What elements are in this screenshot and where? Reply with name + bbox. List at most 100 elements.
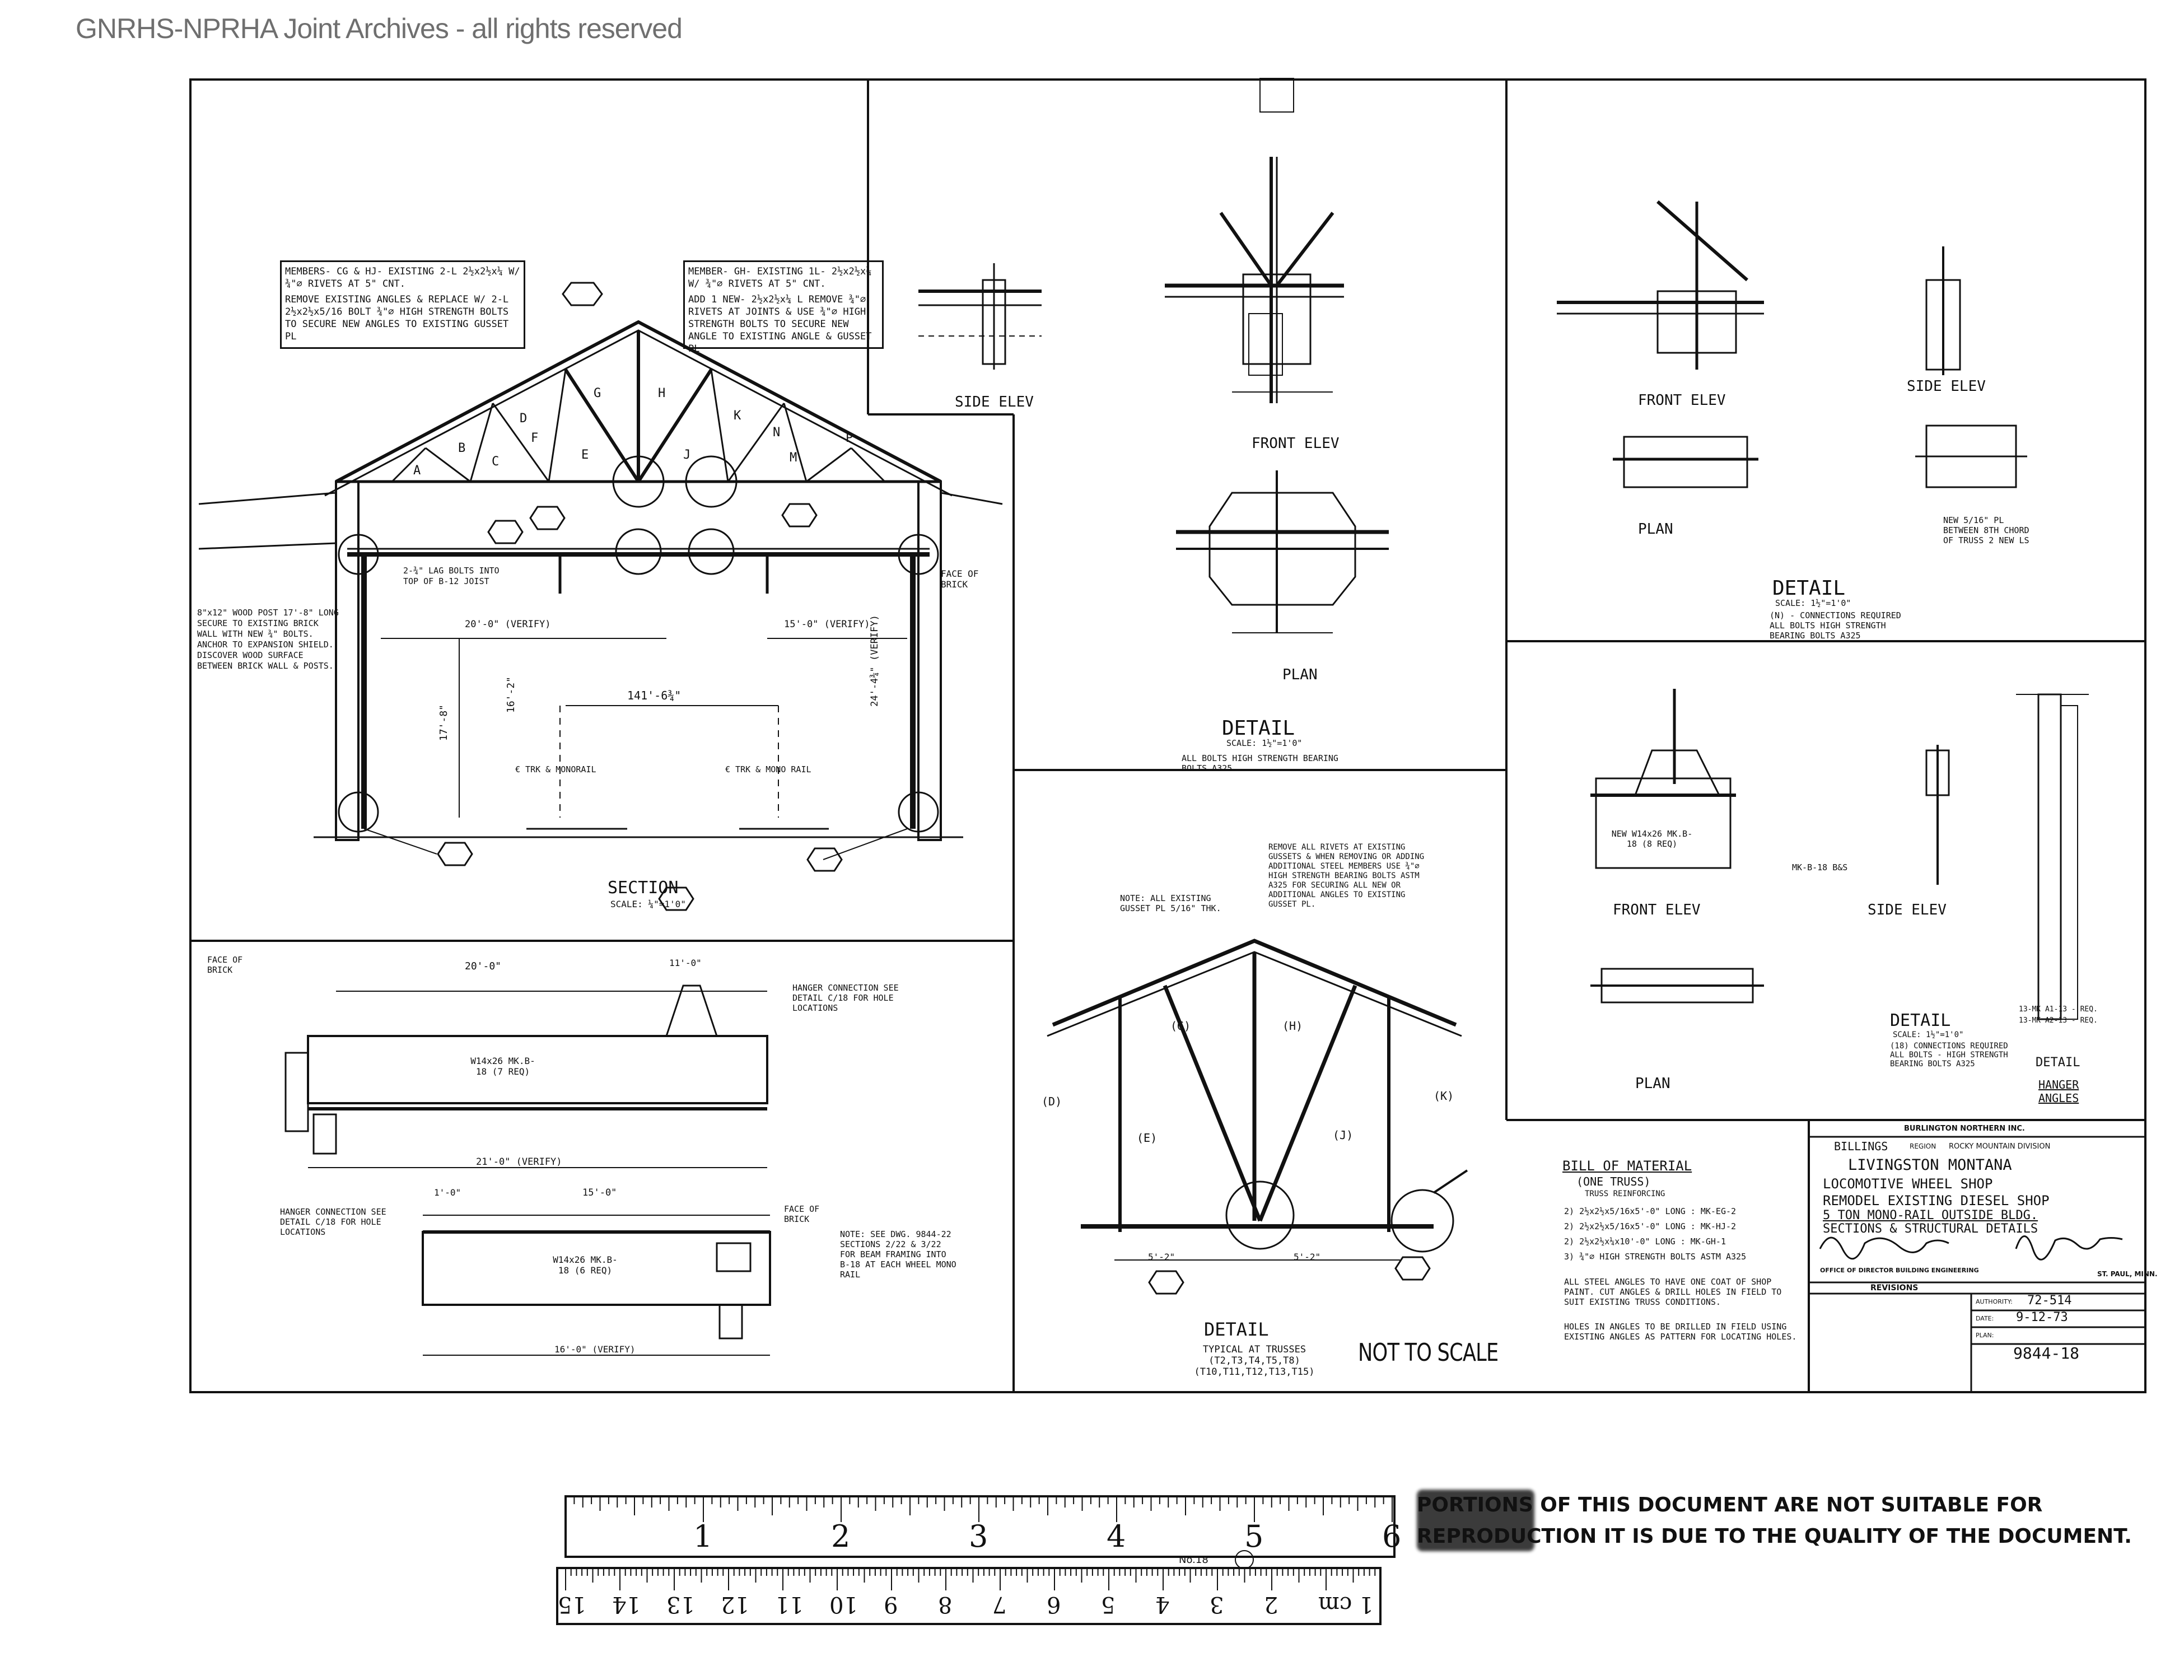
note-dwg: NOTE: SEE DWG. 9844-22 SECTIONS 2/22 & 3… xyxy=(840,1229,956,1280)
remove-rivets-note: REMOVE ALL RIVETS AT EXISTING GUSSETS & … xyxy=(1268,843,1425,909)
dim-20-0: 20'-0" xyxy=(465,960,502,972)
bom-sub2: TRUSS REINFORCING xyxy=(1585,1189,1665,1198)
detail-b-drawings xyxy=(1557,200,2027,488)
drawing-sheet xyxy=(189,78,2146,1393)
note-box-members-cg-hj: MEMBERS- CG & HJ- EXISTING 2-L 2½x2½x¼ W… xyxy=(280,260,525,349)
detail-a-side-elev-title: SIDE ELEV xyxy=(955,394,1034,410)
member-label-g: G xyxy=(594,386,601,400)
dim-1-0: 1'-0" xyxy=(434,1187,461,1198)
member-label-m: M xyxy=(790,451,797,465)
detail-a-side-elev xyxy=(918,263,1042,370)
detail-d-member-d: (D) xyxy=(1042,1095,1062,1108)
ruler-cm-number: 11 xyxy=(775,1592,804,1617)
member-label-d: D xyxy=(520,412,528,426)
note-text: MEMBERS- CG & HJ- EXISTING 2-L 2½x2½x¼ W… xyxy=(285,266,520,290)
detail-e-drawing xyxy=(2016,693,2089,1020)
note-box-member-gh: MEMBER- GH- EXISTING 1L- 2½x2½x¼ W/ ¾"⌀ … xyxy=(683,260,884,354)
all-steel-note: ALL STEEL ANGLES TO HAVE ONE COAT OF SHO… xyxy=(1564,1277,1782,1307)
tb-region-right: ROCKY MOUNTAIN DIVISION xyxy=(1949,1142,2051,1151)
ruler-cm-number: 13 xyxy=(666,1592,695,1617)
tb-authority-label: AUTHORITY: xyxy=(1976,1298,2013,1305)
detail-a-plan-title: PLAN xyxy=(1282,666,1318,683)
ruler-inch-number: 2 xyxy=(831,1519,851,1554)
detail-c-front-elev-title: FRONT ELEV xyxy=(1613,902,1701,918)
tb-authority: 72-514 xyxy=(2027,1294,2072,1308)
bom-rows: 2) 2½x2½x5/16x5'-0" LONG : MK-EG-2 2) 2½… xyxy=(1564,1204,1746,1264)
hanger-connection-note-2: HANGER CONNECTION SEE DETAIL C/18 FOR HO… xyxy=(280,1207,386,1237)
hanger-beam-details xyxy=(284,984,771,1356)
detail-a-plan xyxy=(1176,470,1389,633)
tb-line1: LIVINGSTON MONTANA xyxy=(1848,1156,2012,1174)
detail-e-title: DETAIL xyxy=(2036,1056,2080,1070)
ruler-inch-number: 1 xyxy=(693,1519,713,1554)
tb-office: OFFICE OF DIRECTOR BUILDING ENGINEERING xyxy=(1820,1267,1979,1274)
detail-b-scale: SCALE: 1½"=1'0" xyxy=(1775,598,1851,608)
dim-15-0: 15'-0" xyxy=(582,1187,617,1198)
ruler-logo-icon xyxy=(1235,1550,1254,1569)
ruler-cm-number: 1 cm xyxy=(1318,1592,1374,1617)
detail-b-plan-title: PLAN xyxy=(1638,521,1673,538)
tb-date-label: DATE: xyxy=(1976,1315,1994,1322)
tb-line4: 5 TON MONO-RAIL OUTSIDE BLDG. xyxy=(1823,1208,2038,1222)
ruler-inch-number: 5 xyxy=(1244,1519,1264,1554)
hanger-list-1: 13-MK A1-13 - REQ. xyxy=(2019,1005,2098,1014)
wood-post-note: 8"x12" WOOD POST 17'-8" LONG SECURE TO E… xyxy=(197,608,339,671)
detail-d-member-e: (E) xyxy=(1137,1131,1158,1145)
detail-c-plan-title: PLAN xyxy=(1635,1075,1670,1092)
note-text: REMOVE EXISTING ANGLES & REPLACE W/ 2-L … xyxy=(285,294,509,342)
detail-d-drawing xyxy=(1047,939,1468,1295)
detail-b-side-elev-title: SIDE ELEV xyxy=(1907,378,1986,395)
detail-a-note: ALL BOLTS HIGH STRENGTH BEARING BOLTS A3… xyxy=(1182,753,1338,773)
ruler-cm-number: 4 xyxy=(1155,1592,1170,1617)
member-label-k: K xyxy=(734,409,741,423)
dim-5-2-left: 5'-2" xyxy=(1148,1252,1175,1262)
ruler-cm-number: 6 xyxy=(1047,1592,1061,1617)
ruler-cm-number: 12 xyxy=(721,1592,749,1617)
ruler-cm-number: 10 xyxy=(829,1592,858,1617)
hanger-list-2: 13-MK A2-13 - REQ. xyxy=(2019,1016,2098,1025)
ruler-inch-number: 6 xyxy=(1382,1519,1402,1554)
ruler-inch-number: 4 xyxy=(1107,1519,1126,1554)
detail-b-front-elev-title: FRONT ELEV xyxy=(1638,392,1726,409)
face-of-brick-lower: FACE OF BRICK xyxy=(784,1204,820,1224)
tb-revisions: REVISIONS xyxy=(1870,1284,1919,1292)
detail-a-front-elev xyxy=(1165,78,1344,403)
detail-b-new-plate-note: NEW 5/16" PL BETWEEN 8TH CHORD OF TRUSS … xyxy=(1943,515,2029,545)
dim-11-0: 11'-0" xyxy=(669,958,702,968)
member-label-j: J xyxy=(683,448,691,462)
member-label-f: F xyxy=(531,431,539,445)
hanger-connection-note-1: HANGER CONNECTION SEE DETAIL C/18 FOR HO… xyxy=(792,983,899,1013)
detail-b-note: (N) - CONNECTIONS REQUIRED ALL BOLTS HIG… xyxy=(1770,610,1901,641)
face-of-brick-right: FACE OF BRICK xyxy=(941,568,979,590)
note-gusset: NOTE: ALL EXISTING GUSSET PL 5/16" THK. xyxy=(1120,893,1221,913)
dim-20-verify: 20'-0" (VERIFY) xyxy=(465,619,551,630)
ruler-cm-number: 3 xyxy=(1210,1592,1224,1617)
detail-d-title: DETAIL xyxy=(1204,1319,1269,1340)
tb-plan-label: PLAN: xyxy=(1976,1332,1994,1339)
w14-mk2-label: W14x26 MK.B-18 (6 REQ) xyxy=(553,1254,618,1276)
section-1-title: SECTION xyxy=(608,878,679,898)
ruler-cm-number: 14 xyxy=(612,1592,641,1617)
archive-header: GNRHS-NPRHA Joint Archives - all rights … xyxy=(76,13,683,44)
not-to-scale: NOT TO SCALE xyxy=(1358,1338,1499,1367)
tb-date: 9-12-73 xyxy=(2016,1310,2068,1324)
detail-d-member-g: (G) xyxy=(1170,1019,1191,1033)
member-label-n: N xyxy=(773,426,781,440)
label-trk-monorail-1: € TRK & MONORAIL xyxy=(515,764,596,774)
tb-line2: LOCOMOTIVE WHEEL SHOP xyxy=(1823,1176,1993,1192)
notice-text: PORTIONS OF THIS DOCUMENT ARE NOT SUITAB… xyxy=(1417,1494,2132,1548)
detail-c-drawings xyxy=(1590,689,1950,1004)
member-label-h: H xyxy=(658,386,666,400)
detail-c-note: (18) CONNECTIONS REQUIRED ALL BOLTS - HI… xyxy=(1890,1042,2008,1068)
reproduction-notice: PORTIONS OF THIS DOCUMENT ARE NOT SUITAB… xyxy=(1417,1490,2173,1557)
hanger-angles-title: HANGER ANGLES xyxy=(2038,1078,2079,1105)
ruler-cm-number: 15 xyxy=(558,1592,586,1617)
dim-21-verify: 21'-0" (VERIFY) xyxy=(476,1156,562,1168)
ruler-model: No.18 xyxy=(1179,1554,1208,1566)
detail-d-sub: TYPICAL AT TRUSSES (T2,T3,T4,T5,T8) (T10… xyxy=(1194,1344,1315,1378)
section-1-drawing xyxy=(198,320,1003,860)
dim-141: 141'-6¾" xyxy=(627,689,682,702)
holes-note: HOLES IN ANGLES TO BE DRILLED IN FIELD U… xyxy=(1564,1322,1797,1342)
detail-b-title: DETAIL xyxy=(1772,577,1846,600)
